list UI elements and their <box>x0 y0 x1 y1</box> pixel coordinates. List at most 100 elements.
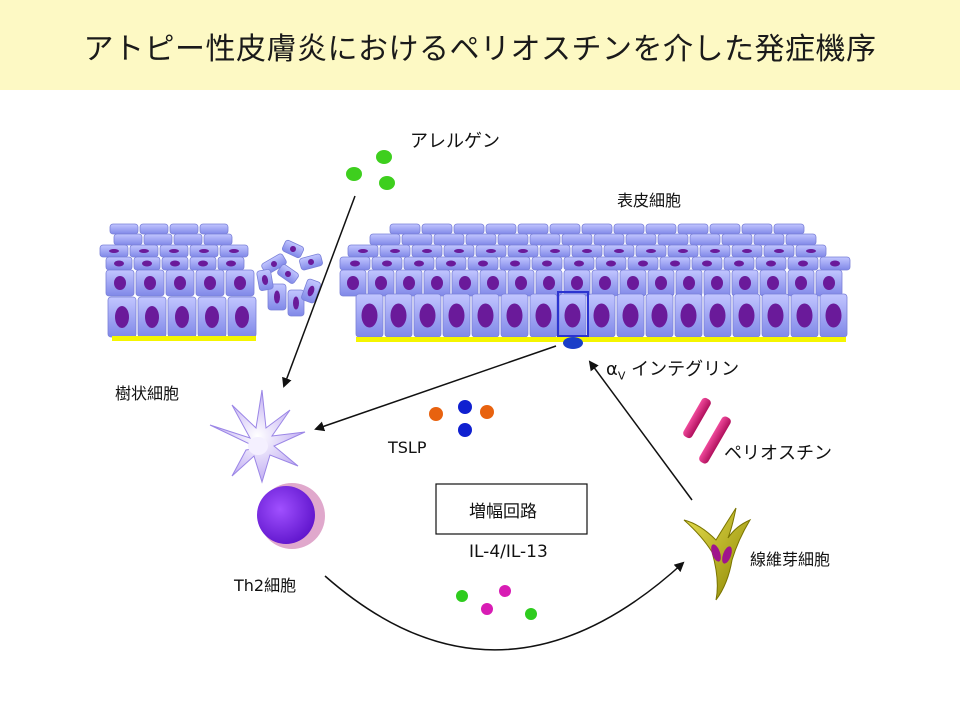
cell-nucleus <box>198 260 208 267</box>
title-bar: アトピー性皮膚炎におけるペリオスチンを介した発症機序 <box>0 0 960 90</box>
epidermal-cell <box>689 233 721 246</box>
detached-cell <box>277 264 299 284</box>
cell-nucleus <box>347 276 359 290</box>
cell-nucleus <box>767 276 779 290</box>
il-cytokines <box>456 585 537 620</box>
cell-nucleus <box>145 306 159 328</box>
cell-nucleus <box>670 260 680 267</box>
cell-nucleus <box>574 260 584 267</box>
epidermal-cell <box>593 233 625 246</box>
epidermal-cell <box>109 223 139 235</box>
arrow-fibroblast-to-integrin <box>588 360 693 501</box>
cell-nucleus <box>627 276 639 290</box>
detached-cell <box>301 278 321 304</box>
cell-nucleus <box>115 306 129 328</box>
tslp-molecules <box>429 400 494 437</box>
cell-nucleus <box>235 306 249 328</box>
cell-nucleus <box>486 249 496 253</box>
allergen-particles <box>346 150 395 190</box>
cell-nucleus <box>204 276 216 290</box>
cell-nucleus <box>199 249 209 253</box>
epidermal-cell <box>497 233 529 246</box>
cell-nucleus <box>506 303 523 328</box>
epidermal-cell <box>199 223 229 235</box>
arrow-th2-to-fibroblast <box>324 561 685 651</box>
detached-cell <box>299 253 323 271</box>
cell-nucleus <box>774 249 784 253</box>
epidermal-cell <box>709 223 741 235</box>
cell-nucleus <box>655 276 667 290</box>
cell-nucleus <box>375 276 387 290</box>
integrin-alpha-symbol: α <box>606 359 618 380</box>
th2-cell <box>257 483 325 549</box>
cell-nucleus <box>454 249 464 253</box>
epidermal-cell <box>113 233 143 246</box>
arrow-epidermis-to-dc <box>314 345 557 432</box>
cell-nucleus <box>796 303 813 328</box>
cell-nucleus <box>543 276 555 290</box>
cell-nucleus <box>477 303 494 328</box>
cell-nucleus <box>390 303 407 328</box>
epidermal-cell <box>465 233 497 246</box>
cell-nucleus <box>711 276 723 290</box>
cell-nucleus <box>638 260 648 267</box>
cell-nucleus <box>234 276 246 290</box>
cell-nucleus <box>651 303 668 328</box>
cell-nucleus <box>114 260 124 267</box>
label-amplification: 増幅回路 <box>469 502 537 522</box>
cell-nucleus <box>593 303 610 328</box>
cell-nucleus <box>823 276 835 290</box>
cell-nucleus <box>390 249 400 253</box>
label-tslp: TSLP <box>388 438 427 457</box>
cell-nucleus <box>702 260 712 267</box>
cell-nucleus <box>825 303 842 328</box>
cell-nucleus <box>798 260 808 267</box>
amplification-box <box>435 483 588 535</box>
epidermal-cell <box>753 233 785 246</box>
epidermal-cell <box>169 223 199 235</box>
cell-nucleus <box>766 260 776 267</box>
epidermal-cell <box>369 233 401 246</box>
cell-nucleus <box>205 306 219 328</box>
cell-nucleus <box>419 303 436 328</box>
epidermis-right <box>339 223 851 338</box>
epidermal-cell <box>389 223 421 235</box>
cell-nucleus <box>448 303 465 328</box>
epidermal-cell <box>401 233 433 246</box>
cell-nucleus <box>767 303 784 328</box>
page-title: アトピー性皮膚炎におけるペリオスチンを介した発症機序 <box>83 32 877 67</box>
epidermal-cell <box>625 233 657 246</box>
cell-nucleus <box>614 249 624 253</box>
cell-nucleus <box>582 249 592 253</box>
detached-cell <box>267 283 287 311</box>
epidermal-cell <box>785 233 817 246</box>
cell-nucleus <box>518 249 528 253</box>
cell-nucleus <box>683 276 695 290</box>
epidermal-cell <box>143 233 173 246</box>
cell-nucleus <box>515 276 527 290</box>
cell-nucleus <box>382 260 392 267</box>
cell-nucleus <box>350 260 360 267</box>
detached-cell <box>287 289 305 317</box>
cell-nucleus <box>170 260 180 267</box>
cell-nucleus <box>599 276 611 290</box>
epidermis-left <box>99 223 323 338</box>
periostin-molecules <box>683 397 731 464</box>
detached-cell <box>281 239 305 259</box>
label-th2-cell: Th2細胞 <box>234 576 297 595</box>
cell-nucleus <box>830 260 840 267</box>
cell-nucleus <box>422 249 432 253</box>
epidermal-cell <box>561 233 593 246</box>
label-fibroblast: 線維芽細胞 <box>750 550 831 569</box>
epidermal-cell <box>773 223 805 235</box>
epidermal-cell <box>741 223 773 235</box>
epidermal-cell <box>173 233 203 246</box>
label-integrin: αV インテグリン <box>606 355 739 383</box>
cell-nucleus <box>414 260 424 267</box>
cell-nucleus <box>571 276 583 290</box>
label-allergen: アレルゲン <box>410 131 500 152</box>
cell-nucleus <box>738 303 755 328</box>
cell-nucleus <box>358 249 368 253</box>
cell-nucleus <box>606 260 616 267</box>
